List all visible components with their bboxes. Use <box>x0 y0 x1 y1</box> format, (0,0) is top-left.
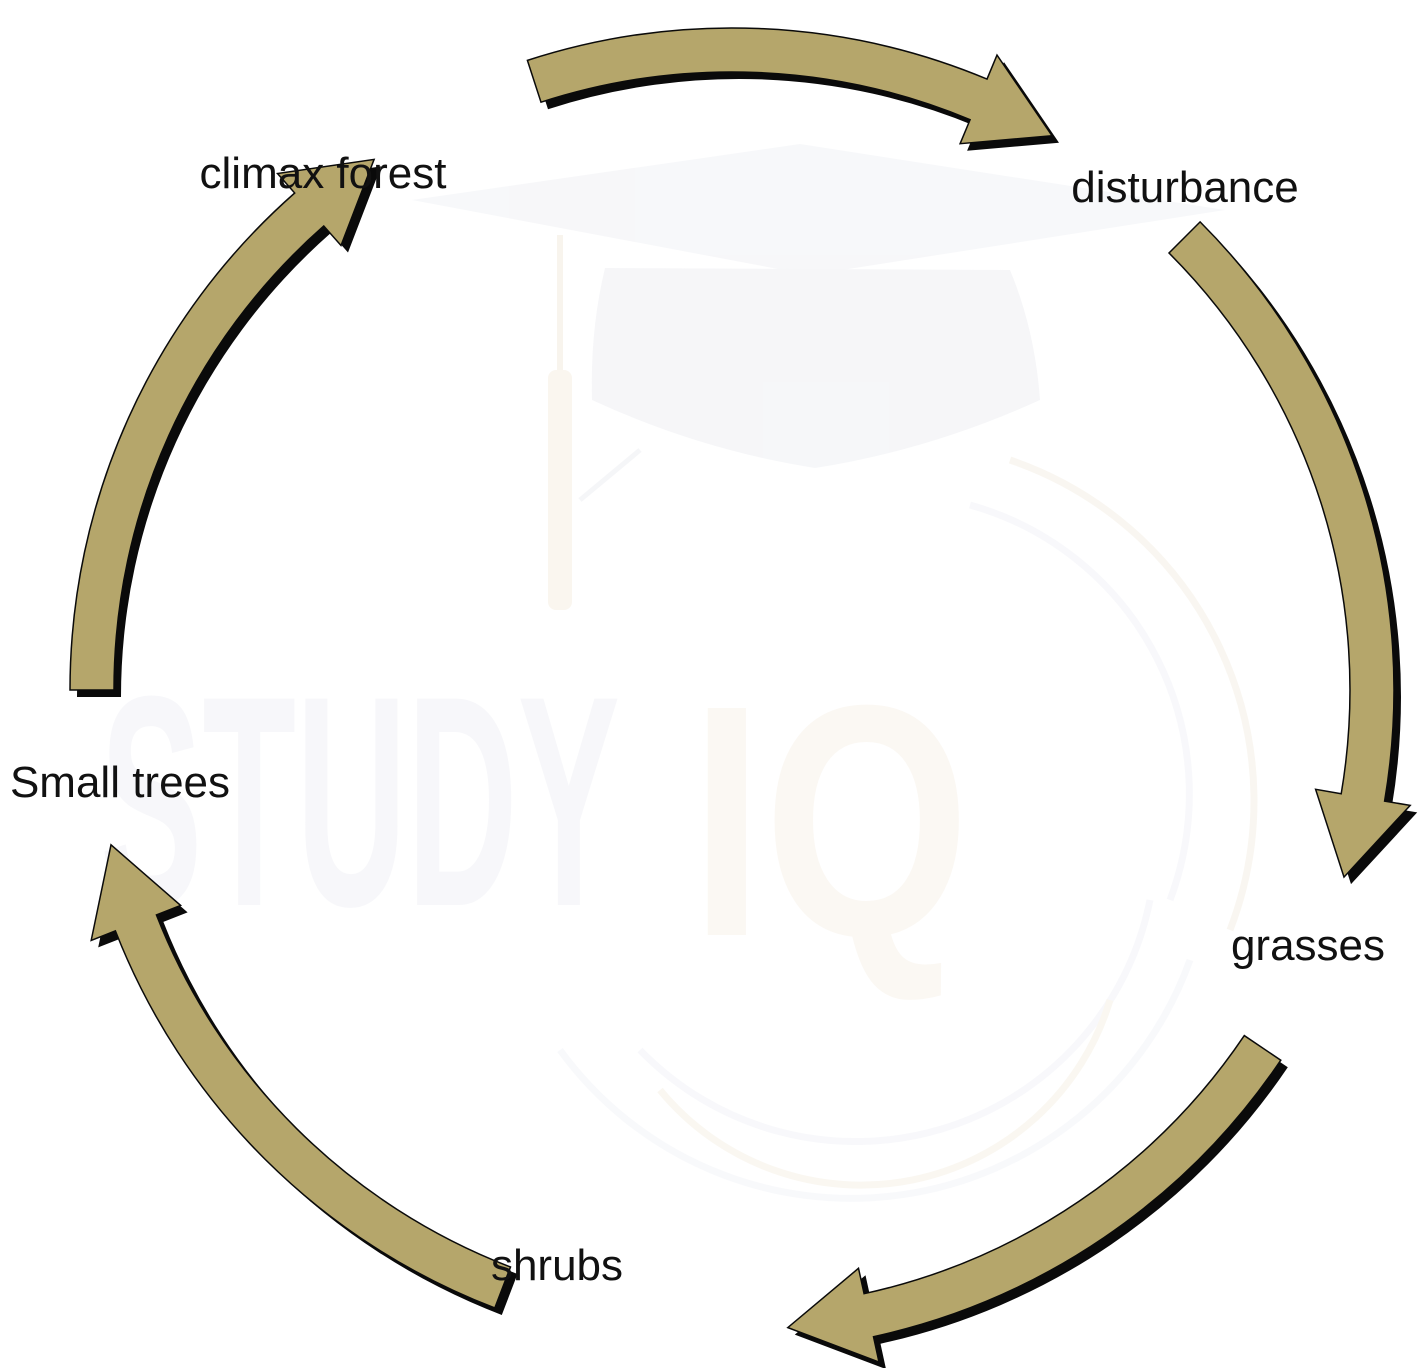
arrow-climax-forest-to-disturbance <box>526 27 1059 151</box>
watermark-rings <box>557 456 1258 1202</box>
graduation-cap-icon <box>412 144 1225 610</box>
stage-label-grasses: grasses <box>1231 921 1385 970</box>
stage-label-small-trees: Small trees <box>10 758 230 807</box>
stage-label-climax-forest: climax forest <box>200 149 447 198</box>
watermark: STUDY IQ <box>100 144 1258 1202</box>
arrow-disturbance-to-grasses-body <box>1167 220 1412 879</box>
arrow-shrubs-to-small-trees <box>90 843 518 1315</box>
watermark-text-study: STUDY <box>100 633 620 969</box>
stage-label-disturbance: disturbance <box>1071 163 1298 212</box>
arrow-grasses-to-shrubs-body <box>786 1034 1282 1364</box>
arrow-small-trees-to-climax-forest <box>69 158 382 697</box>
arrow-shrubs-to-small-trees-body <box>90 843 512 1309</box>
arrow-grasses-to-shrubs <box>786 1034 1288 1368</box>
arrow-small-trees-to-climax-forest-body <box>69 158 376 691</box>
stage-label-shrubs: shrubs <box>491 1241 623 1290</box>
arrow-disturbance-to-grasses <box>1167 220 1418 885</box>
arrow-climax-forest-to-disturbance-body <box>526 27 1054 145</box>
watermark-text-iq: IQ <box>690 636 970 1005</box>
cycle-arrows <box>69 27 1418 1368</box>
